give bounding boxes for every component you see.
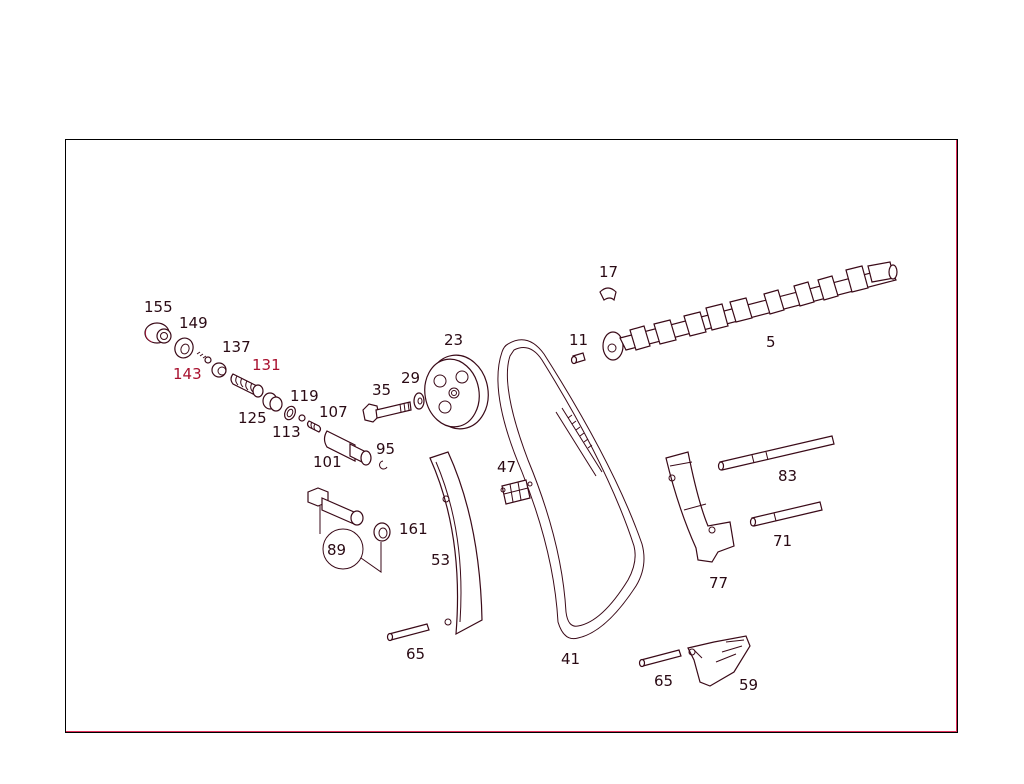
part-77-lever[interactable] bbox=[665, 451, 735, 563]
part-59-bracket[interactable] bbox=[687, 635, 751, 687]
part-29-washer[interactable] bbox=[413, 392, 425, 410]
part-95-clip[interactable] bbox=[379, 460, 388, 470]
part-5-camshaft[interactable] bbox=[602, 261, 898, 361]
part-65-pin-b[interactable] bbox=[638, 649, 682, 668]
part-83-shaft[interactable] bbox=[717, 435, 835, 471]
label-77: 77 bbox=[709, 574, 729, 592]
label-101: 101 bbox=[313, 453, 342, 471]
part-89-bolt[interactable] bbox=[307, 487, 382, 573]
part-41-timing-belt[interactable] bbox=[497, 339, 645, 640]
part-11-dowel-pin[interactable] bbox=[570, 352, 586, 365]
label-119: 119 bbox=[290, 387, 319, 405]
label-5: 5 bbox=[766, 333, 776, 351]
label-53: 53 bbox=[431, 551, 451, 569]
label-89: 89 bbox=[327, 541, 347, 559]
part-119-ring[interactable] bbox=[283, 405, 298, 422]
part-155-nut[interactable] bbox=[144, 322, 172, 344]
part-149-washer[interactable] bbox=[172, 336, 196, 361]
part-125-plunger[interactable] bbox=[262, 392, 283, 412]
part-35-bolt[interactable] bbox=[362, 401, 412, 423]
label-11: 11 bbox=[569, 331, 589, 349]
label-161: 161 bbox=[399, 520, 428, 538]
part-161-washer[interactable] bbox=[373, 522, 391, 542]
label-149: 149 bbox=[179, 314, 208, 332]
part-17-key[interactable] bbox=[599, 287, 617, 302]
label-17: 17 bbox=[599, 263, 619, 281]
label-29: 29 bbox=[401, 369, 421, 387]
label-143: 143 bbox=[173, 365, 202, 383]
part-101-tensioner-body[interactable] bbox=[323, 430, 372, 466]
part-113-ball[interactable] bbox=[298, 414, 306, 422]
label-131: 131 bbox=[252, 356, 281, 374]
part-137-cap[interactable] bbox=[211, 362, 227, 378]
label-95: 95 bbox=[376, 440, 396, 458]
label-41: 41 bbox=[561, 650, 581, 668]
part-53-guide-rail[interactable] bbox=[429, 451, 483, 636]
label-71: 71 bbox=[773, 532, 793, 550]
label-65-a: 65 bbox=[406, 645, 426, 663]
label-113: 113 bbox=[272, 423, 301, 441]
label-65-b: 65 bbox=[654, 672, 674, 690]
label-155: 155 bbox=[144, 298, 173, 316]
part-131-spring[interactable] bbox=[230, 373, 264, 398]
part-23-pulley[interactable] bbox=[420, 350, 494, 433]
part-47-slide[interactable] bbox=[500, 479, 533, 505]
part-107-spring[interactable] bbox=[306, 420, 322, 433]
diagram-frame bbox=[65, 139, 958, 733]
label-137: 137 bbox=[222, 338, 251, 356]
label-23: 23 bbox=[444, 331, 464, 349]
label-47: 47 bbox=[497, 458, 517, 476]
label-125: 125 bbox=[238, 409, 267, 427]
part-71-shaft[interactable] bbox=[749, 501, 823, 527]
label-107: 107 bbox=[319, 403, 348, 421]
label-83: 83 bbox=[778, 467, 798, 485]
label-35: 35 bbox=[372, 381, 392, 399]
label-59: 59 bbox=[739, 676, 759, 694]
part-143-spring[interactable] bbox=[196, 351, 212, 364]
part-65-pin-a[interactable] bbox=[386, 623, 430, 642]
